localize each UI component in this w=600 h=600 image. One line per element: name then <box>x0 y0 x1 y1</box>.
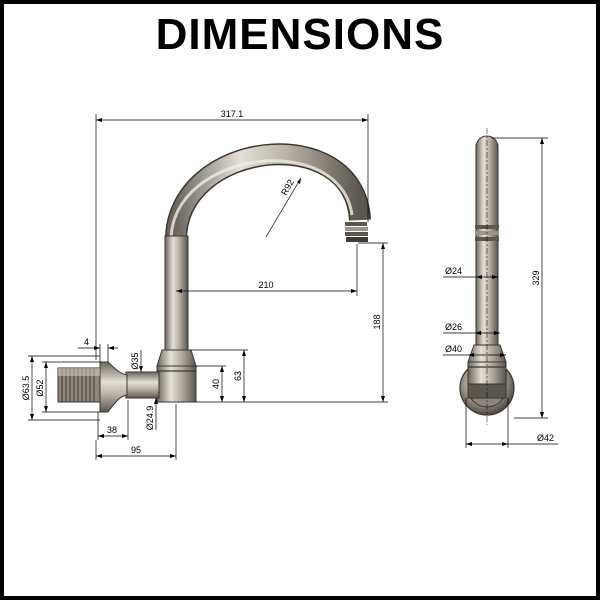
dim-dia-35: Ø35 <box>130 352 140 369</box>
page-title: DIMENSIONS <box>155 10 445 59</box>
side-dim-dia-42: Ø42 <box>537 433 554 443</box>
dim-dia-63-5: Ø63.5 <box>21 376 31 401</box>
dim-overall-width: 317.1 <box>221 109 244 119</box>
side-dim-dia-24: Ø24 <box>445 266 462 276</box>
side-dim-height: 329 <box>531 270 541 285</box>
dim-radius: R92 <box>279 178 296 197</box>
dim-dia-52: Ø52 <box>35 379 45 396</box>
dim-reach: 210 <box>258 280 273 290</box>
dim-dia-24-9: Ø24.9 <box>145 406 155 431</box>
side-dim-dia-26: Ø26 <box>445 322 462 332</box>
front-view-tap <box>57 143 371 413</box>
dim-height-40: 40 <box>211 379 221 389</box>
side-view-tap <box>459 128 515 425</box>
dim-len-38: 38 <box>107 425 117 435</box>
side-dim-dia-40: Ø40 <box>445 344 462 354</box>
side-view-dimensions: 329 Ø24 Ø26 Ø40 Ø42 <box>443 137 558 448</box>
front-view-dimensions: 317.1 R92 210 188 63 40 Ø35 Ø24.9 <box>21 109 388 460</box>
dim-len-95: 95 <box>131 445 141 455</box>
dim-height-outlet: 188 <box>372 314 382 329</box>
dim-len-4: 4 <box>84 337 89 347</box>
dim-height-63: 63 <box>233 371 243 381</box>
